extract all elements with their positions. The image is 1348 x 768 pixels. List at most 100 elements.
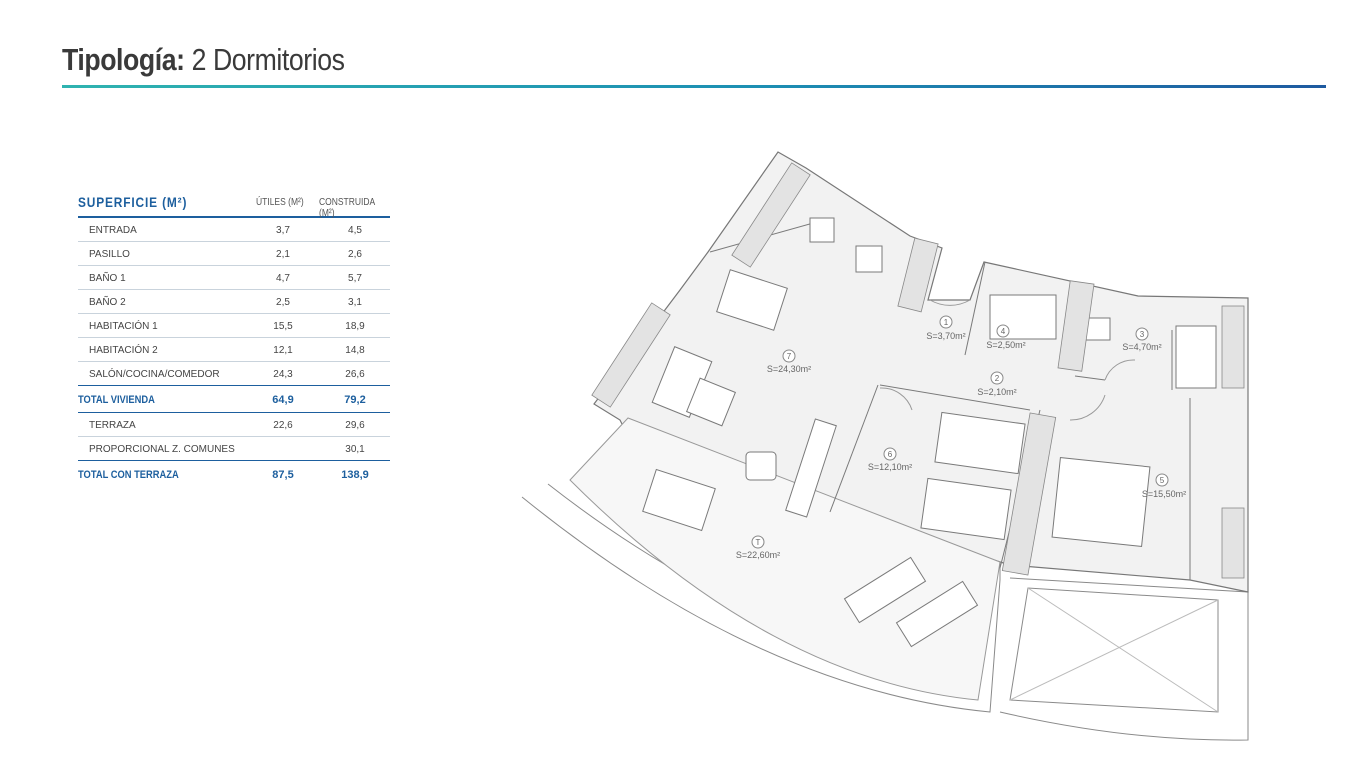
room-label-6: 6 S=12,10m²: [868, 447, 912, 472]
room-number: 4: [1001, 327, 1006, 336]
total-utiles: 64,9: [272, 394, 294, 406]
terrace-table: [642, 468, 716, 532]
room-number: 1: [944, 318, 949, 327]
room-label-5: 5 S=15,50m²: [1142, 473, 1186, 499]
page-title: Tipología: 2 Dormitorios: [62, 42, 345, 78]
room-number: T: [756, 538, 761, 547]
title-value: 2 Dormitorios: [191, 42, 345, 77]
room-label-3: 3 S=4,70m²: [1122, 327, 1162, 352]
room-label-2: 2 S=2,10m²: [977, 371, 1017, 397]
table-row: ENTRADA 3,7 4,5: [78, 218, 390, 242]
table-row: PASILLO 2,1 2,6: [78, 242, 390, 266]
room-area: S=15,50m²: [1142, 489, 1186, 499]
room-number: 7: [787, 352, 792, 361]
room-labels: 1 S=3,70m² 2 S=2,10m² 3 S=4,70m² 4 S=2,5…: [736, 315, 1186, 560]
dining-table: [716, 269, 788, 331]
row-utiles: 2,1: [276, 249, 290, 260]
room-label-7: 7 S=24,30m²: [767, 349, 811, 374]
window-band: [591, 302, 671, 408]
lower-terrace-outline: [999, 577, 1249, 741]
total-label: TOTAL VIVIENDA: [78, 394, 155, 406]
row-label: TERRAZA: [89, 420, 136, 431]
room-area: S=22,60m²: [736, 550, 780, 560]
table-row: BAÑO 2 2,5 3,1: [78, 290, 390, 314]
bed: [920, 477, 1012, 541]
window-band: [1221, 507, 1245, 579]
coffee-table: [685, 377, 737, 427]
bed: [934, 411, 1026, 475]
row-utiles: 3,7: [276, 225, 290, 236]
table-row: SALÓN/COCINA/COMEDOR 24,3 26,6: [78, 362, 390, 386]
armchair: [745, 451, 777, 481]
door-arc: [1069, 394, 1106, 421]
row-label: HABITACIÓN 1: [89, 321, 158, 332]
row-utiles: 15,5: [273, 321, 293, 332]
row-construida: 3,1: [348, 297, 362, 308]
bedroom-wall: [879, 384, 1031, 411]
table-row: HABITACIÓN 1 15,5 18,9: [78, 314, 390, 338]
room-area: S=3,70m²: [926, 331, 965, 341]
row-construida: 29,6: [345, 420, 365, 431]
window-band: [897, 237, 939, 313]
row-label: PASILLO: [89, 249, 130, 260]
lower-terrace-cross: [1009, 587, 1219, 713]
row-utiles: 2,5: [276, 297, 290, 308]
total-utiles: 87,5: [272, 469, 294, 481]
toilet: [1085, 317, 1111, 341]
bath-wall-2: [1074, 375, 1106, 381]
row-label: BAÑO 2: [89, 297, 126, 308]
col-header-construida: CONSTRUIDA (M²): [319, 197, 375, 219]
double-bed: [1051, 456, 1151, 548]
row-utiles: 22,6: [273, 420, 293, 431]
row-construida: 26,6: [345, 369, 365, 380]
total-construida: 79,2: [344, 394, 366, 406]
room-label-terrace: T S=22,60m²: [736, 535, 780, 560]
sun-lounger: [895, 580, 979, 648]
row-utiles: 24,3: [273, 369, 293, 380]
cooktop: [855, 245, 883, 273]
row-construida: 2,6: [348, 249, 362, 260]
col-header-utiles: ÚTILES (M²): [256, 197, 304, 208]
total-vivienda-row: TOTAL VIVIENDA 64,9 79,2: [78, 386, 390, 413]
table-header: SUPERFICIE (M²) ÚTILES (M²) CONSTRUIDA (…: [78, 194, 390, 219]
table-heading: SUPERFICIE (M²): [78, 194, 188, 210]
room-label-4: 4 S=2,50m²: [986, 324, 1026, 350]
room-label-1: 1 S=3,70m²: [926, 315, 966, 341]
row-construida: 4,5: [348, 225, 362, 236]
row-label: BAÑO 1: [89, 273, 126, 284]
window-band: [731, 162, 811, 268]
room-number: 6: [888, 450, 893, 459]
door-arc: [1104, 359, 1136, 381]
window-band: [1057, 280, 1095, 372]
room-number: 3: [1140, 330, 1145, 339]
title-label: Tipología:: [62, 42, 185, 77]
surface-table: SUPERFICIE (M²) ÚTILES (M²) CONSTRUIDA (…: [78, 194, 390, 487]
row-label: ENTRADA: [89, 225, 137, 236]
row-label: SALÓN/COCINA/COMEDOR: [89, 369, 220, 380]
row-construida: 14,8: [345, 345, 365, 356]
table-row: TERRAZA 22,6 29,6: [78, 413, 390, 437]
room-area: S=4,70m²: [1122, 342, 1161, 352]
room-area: S=2,10m²: [977, 387, 1016, 397]
row-utiles: 4,7: [276, 273, 290, 284]
total-label: TOTAL CON TERRAZA: [78, 469, 179, 481]
row-construida: 18,9: [345, 321, 365, 332]
window-band: [1221, 305, 1245, 389]
door-arc: [879, 387, 913, 411]
row-utiles: 12,1: [273, 345, 293, 356]
title-divider: [62, 85, 1326, 88]
window-band: [1001, 412, 1057, 576]
table-row: PROPORCIONAL Z. COMUNES 30,1: [78, 437, 390, 461]
shower: [1175, 325, 1217, 389]
kitchen-sink: [809, 217, 835, 243]
row-label: PROPORCIONAL Z. COMUNES: [89, 444, 235, 455]
bath-wall: [964, 261, 986, 356]
row-label: HABITACIÓN 2: [89, 345, 158, 356]
tv-unit: [785, 418, 837, 518]
terrace-outline: [521, 496, 1001, 713]
room-number: 5: [1160, 476, 1165, 485]
row-construida: 30,1: [345, 444, 365, 455]
room-area: S=24,30m²: [767, 364, 811, 374]
row-construida: 5,7: [348, 273, 362, 284]
